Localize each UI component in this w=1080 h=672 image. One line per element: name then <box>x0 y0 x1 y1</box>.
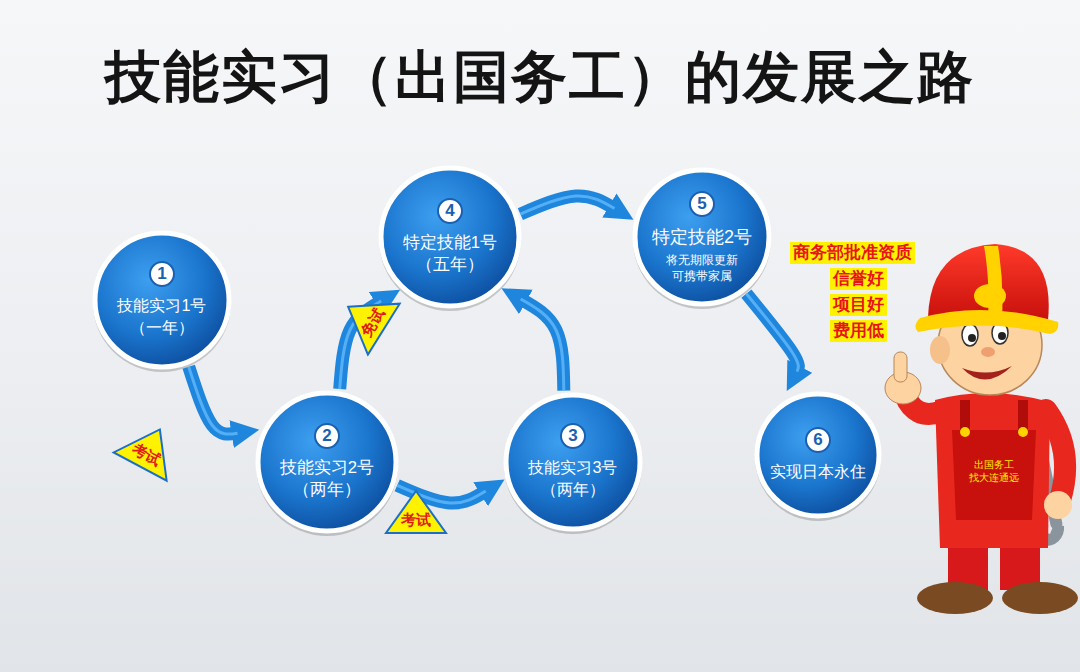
circle-shadow <box>504 396 642 534</box>
circle-content: 2 技能实习2号 （两年） <box>255 390 399 534</box>
step-label: 特定技能1号 （五年） <box>395 232 505 277</box>
step-note: 将无期限更新 可携带家属 <box>665 252 740 282</box>
circle-content: 4 特定技能1号 （五年） <box>378 165 522 309</box>
exam-tag: 考试 <box>384 489 448 535</box>
arrow-highlight <box>520 196 614 214</box>
circle-fill <box>95 233 229 367</box>
worker-legs <box>917 540 1078 614</box>
flow-arrow <box>521 299 564 391</box>
circle-shadow <box>93 234 231 372</box>
circle-shadow <box>256 394 398 536</box>
stage-circle: 5 特定技能2号将无期限更新 可携带家属 <box>632 167 772 307</box>
stage-circle: 4 特定技能1号 （五年） <box>378 165 522 309</box>
arrow-highlight <box>521 299 564 391</box>
stage-circle: 6 实现日本永住 <box>754 391 882 519</box>
worker-hat <box>915 244 1058 334</box>
circle-fill <box>506 395 640 529</box>
circle-fill <box>258 393 396 531</box>
step-number: 1 <box>149 261 175 287</box>
step-label: 技能实习3号 （两年） <box>520 457 627 501</box>
promo-callout: 信誉好 <box>830 268 887 290</box>
promo-callout: 商务部批准资质 <box>790 242 915 264</box>
step-number: 3 <box>560 423 586 449</box>
exam-tag: 考试 <box>111 413 189 484</box>
step-number: 4 <box>437 198 463 224</box>
circle-fill <box>635 170 769 304</box>
stage-circle: 2 技能实习2号 （两年） <box>255 390 399 534</box>
circle-fill <box>381 168 519 306</box>
apron-text: 出国务工 找大连通远 <box>967 458 1021 484</box>
circle-shadow <box>633 171 771 309</box>
circle-content: 3 技能实习3号 （两年） <box>503 392 643 532</box>
stage-circle: 1 技能实习1号 （一年） <box>92 230 232 370</box>
circle-content: 6 实现日本永住 <box>754 391 882 519</box>
step-number: 2 <box>314 423 340 449</box>
circle-shadow <box>379 169 521 311</box>
circle-fill <box>757 394 879 516</box>
circle-outline <box>754 391 882 519</box>
circle-content: 5 特定技能2号将无期限更新 可携带家属 <box>632 167 772 307</box>
step-label: 实现日本永住 <box>770 461 866 483</box>
stage-circle: 3 技能实习3号 （两年） <box>503 392 643 532</box>
step-label: 特定技能2号 <box>652 225 752 249</box>
edge-label: 考试 <box>384 511 448 530</box>
arrow-highlight <box>746 294 798 372</box>
circle-content: 1 技能实习1号 （一年） <box>92 230 232 370</box>
step-label: 技能实习1号 （一年） <box>109 295 216 339</box>
flow-arrow <box>520 196 614 214</box>
exam-tag: 免试 <box>330 279 403 358</box>
step-number: 6 <box>805 427 831 453</box>
circle-shadow <box>755 395 881 521</box>
promo-callout: 费用低 <box>830 320 887 342</box>
promo-callout: 项目好 <box>830 294 887 316</box>
flow-arrow <box>746 294 798 372</box>
arrow-highlight <box>189 367 238 434</box>
flow-arrow <box>189 367 238 434</box>
step-number: 5 <box>689 191 715 217</box>
diagram-title: 技能实习（出国务工）的发展之路 <box>0 40 1080 116</box>
tag-triangle-shape <box>114 415 187 480</box>
tag-triangle-shape <box>332 281 399 354</box>
step-label: 技能实习2号 （两年） <box>272 457 382 502</box>
